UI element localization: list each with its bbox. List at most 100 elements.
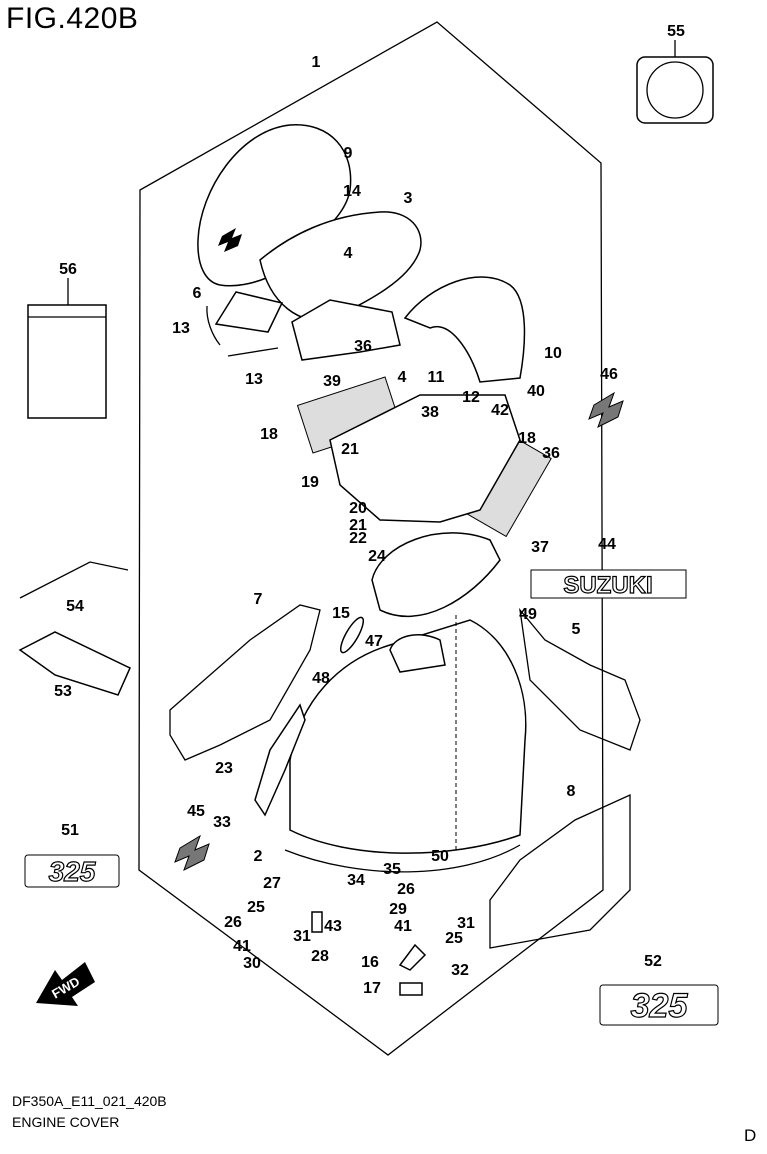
part-13 [206, 305, 221, 346]
callout-26: 26 [397, 881, 415, 898]
part-44-suzuki-decal [530, 569, 687, 599]
fwd-arrow-icon [36, 962, 95, 1006]
callout-43: 43 [324, 918, 342, 935]
callout-18: 18 [518, 430, 536, 447]
callout-41: 41 [233, 938, 251, 955]
callout-26: 26 [224, 914, 242, 931]
callout-4: 4 [344, 245, 353, 262]
part-53-bag [18, 631, 131, 696]
callout-21: 21 [341, 441, 359, 458]
callout-4: 4 [398, 369, 407, 386]
callout-31: 31 [457, 915, 475, 932]
callout-36: 36 [354, 338, 372, 355]
callout-9: 9 [344, 145, 353, 162]
callout-51: 51 [61, 822, 79, 839]
callout-23: 23 [215, 760, 233, 777]
part-55-emblem [646, 61, 704, 119]
suzuki-logo-icon [218, 228, 242, 252]
suzuki-decal-text: SUZUKI [563, 572, 652, 599]
callout-48: 48 [312, 670, 330, 687]
callout-42: 42 [491, 402, 509, 419]
part-47 [389, 634, 446, 673]
part-55-sticker [636, 56, 714, 124]
figure-title: FIG.420B [6, 2, 139, 35]
part-8 [489, 793, 631, 949]
callout-36: 36 [542, 445, 560, 462]
callout-30: 30 [243, 955, 261, 972]
part-5 [519, 607, 641, 751]
callout-7: 7 [254, 591, 263, 608]
decal-51-text: 325 [49, 856, 96, 887]
callout-49: 49 [519, 606, 537, 623]
callout-29: 29 [389, 901, 407, 918]
callout-40: 40 [527, 383, 545, 400]
callout-27: 27 [263, 875, 281, 892]
callout-8: 8 [567, 783, 576, 800]
figure-name: ENGINE COVER [12, 1114, 120, 1130]
part-7 [169, 604, 321, 761]
callout-28: 28 [311, 948, 329, 965]
callout-55: 55 [667, 23, 685, 40]
part-10 [403, 276, 526, 383]
callout-41: 41 [394, 918, 412, 935]
callout-25: 25 [247, 899, 265, 916]
callout-44: 44 [598, 536, 616, 553]
callout-2: 2 [254, 848, 263, 865]
callout-15: 15 [332, 605, 350, 622]
callout-5: 5 [572, 621, 581, 638]
callout-34: 34 [347, 872, 365, 889]
callout-1: 1 [312, 54, 321, 71]
callout-52: 52 [644, 953, 662, 970]
part-28 [311, 911, 323, 933]
callout-25: 25 [445, 930, 463, 947]
callout-14: 14 [343, 183, 361, 200]
part-13b [227, 347, 279, 357]
part-54-wrench [19, 561, 129, 599]
callout-3: 3 [404, 190, 413, 207]
callout-17: 17 [363, 980, 381, 997]
corner-mark: D [744, 1126, 757, 1145]
callout-37: 37 [531, 539, 549, 556]
part-2 [284, 844, 521, 873]
callout-39: 39 [323, 373, 341, 390]
callout-38: 38 [421, 404, 439, 421]
part-52-decal [599, 984, 719, 1026]
callout-13: 13 [172, 320, 190, 337]
callout-32: 32 [451, 962, 469, 979]
callout-35: 35 [383, 861, 401, 878]
part-main-cover [289, 619, 527, 854]
callout-46: 46 [600, 366, 618, 383]
figure-code: DF350A_E11_021_420B [12, 1093, 167, 1109]
assembly-frame [138, 21, 604, 1056]
part-19 [329, 394, 521, 523]
part-6 [214, 291, 284, 333]
callout-54: 54 [66, 598, 84, 615]
part-16 [398, 943, 427, 971]
part-46-emblem [588, 391, 624, 429]
callout-56: 56 [59, 261, 77, 278]
part-4 [291, 299, 401, 361]
part-45-emblem [174, 834, 210, 872]
callout-16: 16 [361, 954, 379, 971]
callout-10: 10 [544, 345, 562, 362]
callout-13: 13 [245, 371, 263, 388]
callout-19: 19 [301, 474, 319, 491]
callout-47: 47 [365, 633, 383, 650]
part-17 [399, 982, 423, 996]
callout-31: 31 [293, 928, 311, 945]
callout-53: 53 [54, 683, 72, 700]
callout-33: 33 [213, 814, 231, 831]
part-23 [254, 703, 306, 817]
callout-6: 6 [193, 285, 202, 302]
part-24 [371, 532, 501, 618]
callout-21: 21 [349, 517, 367, 534]
callout-50: 50 [431, 848, 449, 865]
callout-45: 45 [187, 803, 205, 820]
callout-18: 18 [260, 426, 278, 443]
part-56-manual [27, 304, 107, 419]
part-51-decal [24, 854, 120, 888]
decal-52-text: 325 [631, 987, 689, 1025]
callout-12: 12 [462, 389, 480, 406]
